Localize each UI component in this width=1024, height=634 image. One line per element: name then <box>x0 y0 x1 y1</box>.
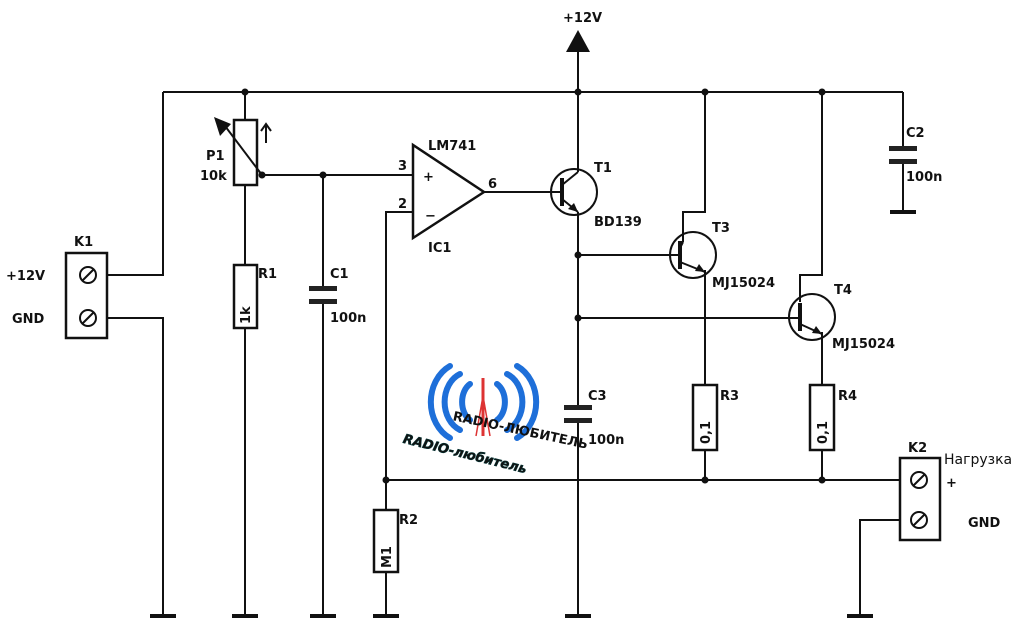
c1-value-label: 100n <box>330 311 366 326</box>
r1-value-label: 1k <box>239 306 254 324</box>
ic1-pin_out-label: 6 <box>488 177 497 192</box>
ic1-pin_minus-label: 2 <box>398 197 407 212</box>
k1-pin1-label: +12V <box>6 269 45 284</box>
ic1-minus_sign-label: − <box>425 209 436 224</box>
connector-k2: K2 Нагрузка + GND <box>898 441 1012 542</box>
c3-value-label: 100n <box>588 433 624 448</box>
r2-name-label: R2 <box>399 513 418 528</box>
r4-value-label: 0,1 <box>816 421 831 444</box>
c3-name-label: C3 <box>588 389 607 404</box>
logo-text-label: RADIO-любитель <box>401 432 528 477</box>
radio-lyubitel-logo: RADIO-ЛЮБИТЕЛЬ RADIO-любитель <box>401 363 589 478</box>
t3-part-label: MJ15024 <box>712 276 775 291</box>
capacitor-c3: C3 100n <box>564 389 624 448</box>
capacitor-c2: C2 100n <box>889 126 942 185</box>
ic1-name-label: IC1 <box>428 241 451 256</box>
connector-k1: K1 +12V GND <box>6 235 109 340</box>
k2-pin2-label: GND <box>968 516 1001 531</box>
resistor-r3: 0,1 R3 <box>691 383 739 452</box>
p1-value-label: 10k <box>200 169 227 184</box>
r3-name-label: R3 <box>720 389 739 404</box>
transistor-t4: T4 MJ15024 <box>788 283 895 352</box>
ic1-plus_sign-label: + <box>423 170 434 185</box>
k1-name-label: K1 <box>74 235 93 250</box>
t4-part-label: MJ15024 <box>832 337 895 352</box>
r3-value-label: 0,1 <box>699 421 714 444</box>
k1-pin2-label: GND <box>12 312 45 327</box>
opamp-ic1: + − 3 2 6 LM741 IC1 <box>398 139 497 256</box>
ic1-part-label: LM741 <box>428 139 476 154</box>
t4-name-label: T4 <box>834 283 852 298</box>
p1-name-label: P1 <box>206 149 225 164</box>
transistor-t3: T3 MJ15024 <box>669 221 775 291</box>
supply-arrow-icon <box>566 30 590 52</box>
ic1-pin_plus-label: 3 <box>398 159 407 174</box>
resistor-r2: M1 R2 <box>372 508 418 574</box>
resistor-r4: 0,1 R4 <box>808 383 857 452</box>
junction-dots <box>241 88 826 484</box>
r2-value-label: M1 <box>380 546 395 568</box>
resistor-r1: 1k R1 <box>232 263 277 330</box>
c2-name-label: C2 <box>906 126 925 141</box>
k2-load-label: Нагрузка <box>944 452 1012 468</box>
c2-value-label: 100n <box>906 170 942 185</box>
r4-name-label: R4 <box>838 389 857 404</box>
supply-label: +12V <box>563 11 602 26</box>
t1-part-label: BD139 <box>594 215 642 230</box>
k2-name-label: K2 <box>908 441 927 456</box>
t3-name-label: T3 <box>712 221 730 236</box>
ground-symbols <box>150 210 916 618</box>
transistor-t1: T1 BD139 <box>550 161 642 230</box>
t1-name-label: T1 <box>594 161 612 176</box>
r1-name-label: R1 <box>258 267 277 282</box>
capacitor-c1: C1 100n <box>309 267 366 326</box>
k2-pin1-label: + <box>946 476 957 491</box>
wires <box>107 52 919 615</box>
potentiometer-p1: P1 10k <box>200 117 272 187</box>
c1-name-label: C1 <box>330 267 349 282</box>
